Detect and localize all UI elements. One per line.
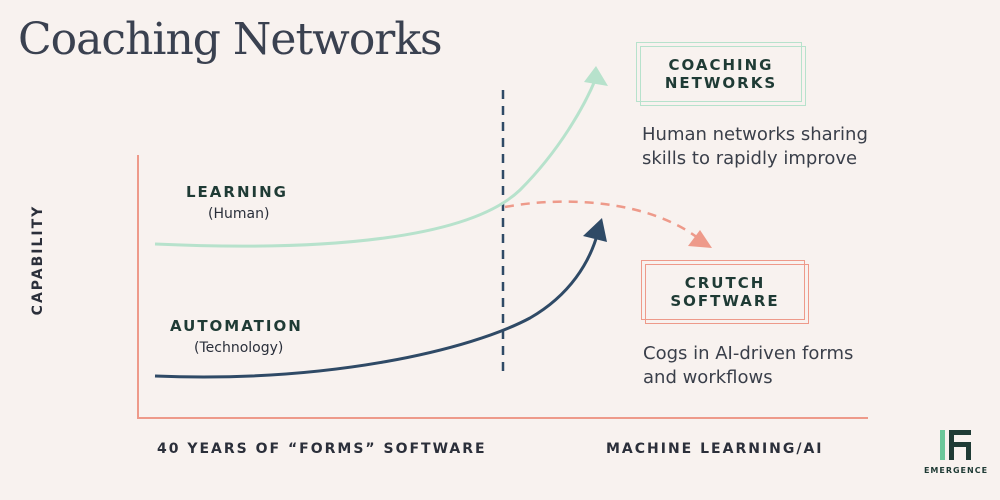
coaching-networks-description: Human networks sharing skills to rapidly…: [642, 123, 868, 171]
crutch-software-description: Cogs in AI-driven forms and workflows: [643, 342, 853, 390]
automation-curve-arrowhead: [583, 218, 607, 242]
page-title: Coaching Networks: [18, 14, 443, 65]
crutch-description-line-1: Cogs in AI-driven forms: [643, 343, 854, 364]
learning-curve-arrowhead: [584, 66, 608, 86]
learning-label: LEARNING: [186, 183, 288, 201]
emergence-logo-icon: [940, 430, 971, 460]
x-axis-label-left: 40 YEARS OF “FORMS” SOFTWARE: [157, 441, 487, 457]
automation-curve: [154, 231, 600, 379]
dashed-shift-arrowhead: [688, 230, 712, 248]
coaching-description-line-1: Human networks sharing: [642, 124, 868, 145]
learning-sublabel: (Human): [208, 206, 270, 222]
crutch-description-line-2: and workflows: [643, 367, 773, 388]
y-axis-label: CAPABILITY: [30, 204, 46, 316]
emergence-logo: EMERGENCE: [916, 428, 996, 496]
x-axis-label-right: MACHINE LEARNING/AI: [606, 441, 824, 457]
emergence-logo-text: EMERGENCE: [923, 466, 989, 475]
learning-curve: [154, 77, 598, 248]
crutch-software-box: CRUTCH SOFTWARE: [641, 260, 809, 324]
coaching-networks-box: COACHING NETWORKS: [636, 42, 806, 106]
dashed-shift-arrow: [504, 200, 699, 240]
automation-sublabel: (Technology): [194, 340, 284, 356]
automation-label: AUTOMATION: [170, 317, 303, 335]
coaching-description-line-2: skills to rapidly improve: [642, 148, 858, 169]
